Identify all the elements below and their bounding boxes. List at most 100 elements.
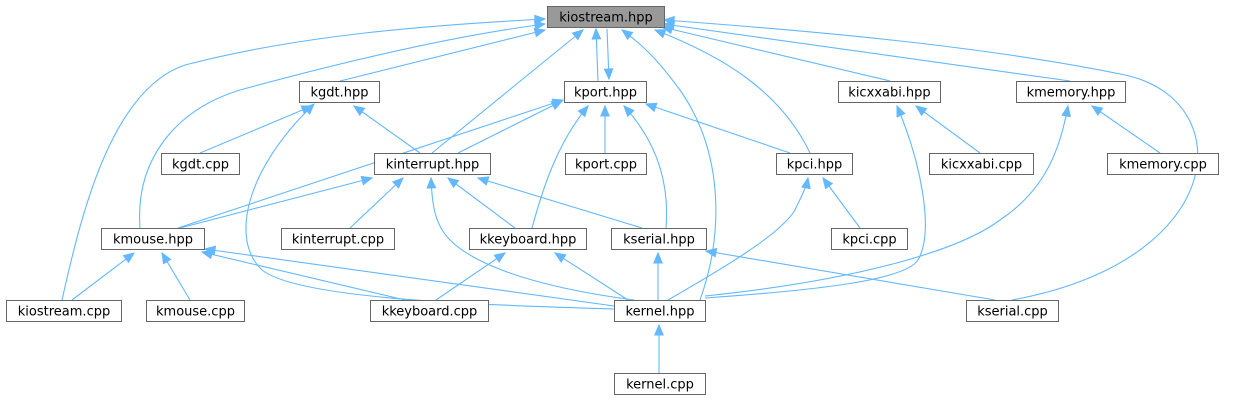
edge-kmouse-hpp-to-kinterrupt-hpp [179,175,374,229]
edge-line [621,29,717,301]
arrow-head-icon [476,176,490,186]
node-kserial-hpp[interactable]: kserial.hpp [611,228,707,250]
edge-kgdt-hpp-to-kiostream-hpp [339,27,547,82]
arrow-head-icon [600,104,610,117]
node-kernel-hpp[interactable]: kernel.hpp [614,300,706,322]
node-kmemory-cpp[interactable]: kmemory.cpp [1107,153,1219,175]
arrow-head-icon [653,29,667,39]
edge-kinterrupt-cpp-to-kinterrupt-hpp [349,177,404,229]
edge-kernel-hpp-to-kmemory-hpp [704,104,1071,297]
node-box [101,228,205,250]
node-kpci-cpp[interactable]: kpci.cpp [831,228,908,250]
node-box [929,153,1034,175]
node-label: kport.hpp [574,86,637,101]
edge-kpci-hpp-to-kport-hpp [644,102,791,154]
arrow-head-icon [551,98,565,109]
edge-kpci-cpp-to-kpci-hpp [822,176,861,229]
edge-kiostream-cpp-to-kmouse-hpp [71,252,136,301]
node-kport-cpp[interactable]: kport.cpp [565,153,647,175]
edge-line [447,177,516,229]
node-kicxxabi-hpp[interactable]: kicxxabi.hpp [838,81,941,103]
edge-line [623,105,668,229]
edge-line [199,105,313,154]
edge-kserial-cpp-to-kserial-hpp [704,247,996,301]
node-label: kpci.cpp [842,233,896,248]
arrow-head-icon [654,323,664,336]
node-kgdt-hpp[interactable]: kgdt.hpp [299,81,380,103]
arrow-head-icon [302,103,315,115]
node-label: kicxxabi.cpp [941,158,1022,173]
node-box [564,81,647,103]
arrow-head-icon [533,27,547,38]
node-box [6,300,122,322]
edge-kmemory-hpp-to-kiostream-hpp [662,20,1071,82]
node-label: kmemory.cpp [1119,158,1207,173]
node-box [281,228,395,250]
node-box [547,6,665,28]
edge-kiostream-hpp-to-kport-hpp [603,28,614,81]
arrow-head-icon [896,104,906,118]
edge-line [531,105,589,229]
edge-kport-cpp-to-kport-hpp [600,104,610,153]
node-kmouse-cpp[interactable]: kmouse.cpp [146,300,245,322]
node-kgdt-cpp[interactable]: kgdt.cpp [161,153,240,175]
node-box [1016,81,1126,103]
arrow-head-icon [620,29,634,41]
node-box [299,81,380,103]
arrow-head-icon [914,105,928,117]
edge-line [177,99,564,229]
node-kpci-hpp[interactable]: kpci.hpp [776,153,853,175]
node-kmouse-hpp[interactable]: kmouse.hpp [101,228,205,250]
edge-kmouse-hpp-to-kiostream-hpp [139,20,547,229]
node-kport-hpp[interactable]: kport.hpp [564,81,647,103]
node-box [161,153,240,175]
node-kinterrupt-cpp[interactable]: kinterrupt.cpp [281,228,395,250]
node-box [966,300,1059,322]
node-box [838,81,941,103]
arrow-head-icon [577,105,589,118]
edge-line [663,19,1199,301]
edge-kserial-cpp-to-kiostream-hpp [662,15,1199,301]
node-label: kinterrupt.hpp [386,158,479,173]
edge-kport-hpp-to-kiostream-hpp [591,27,602,82]
edge-kernel-hpp-to-kserial-hpp [653,251,663,300]
node-label: kernel.hpp [626,305,695,320]
node-kicxxabi-cpp[interactable]: kicxxabi.cpp [929,153,1034,175]
node-label: kmouse.cpp [156,305,235,320]
node-kiostream-hpp: kiostream.hpp [547,6,665,28]
node-kkeyboard-cpp[interactable]: kkeyboard.cpp [370,300,489,322]
arrow-head-icon [603,68,614,81]
edge-line [201,251,406,301]
edge-line [353,105,421,154]
arrow-head-icon [161,251,172,265]
node-kkeyboard-hpp[interactable]: kkeyboard.hpp [469,228,587,250]
edge-line [245,103,615,310]
edge-kernel-hpp-to-kpci-hpp [667,176,811,301]
edge-line [663,23,1071,82]
arrow-head-icon [1061,104,1071,118]
node-kmemory-hpp[interactable]: kmemory.hpp [1016,81,1126,103]
arrow-head-icon [662,15,675,26]
node-label: kpci.hpp [787,158,842,173]
node-label: kkeyboard.cpp [382,305,478,320]
arrow-head-icon [704,247,718,258]
edge-line [61,18,546,301]
edge-kicxxabi-cpp-to-kicxxabi-hpp [914,105,981,154]
node-kserial-cpp[interactable]: kserial.cpp [966,300,1059,322]
edge-kernel-cpp-to-kernel-hpp [654,323,664,373]
node-label: kinterrupt.cpp [292,233,384,248]
edge-kernel-hpp-to-kmouse-hpp [203,245,615,307]
node-box [614,373,706,395]
node-kernel-cpp[interactable]: kernel.cpp [614,373,706,395]
node-kiostream-cpp[interactable]: kiostream.cpp [6,300,122,322]
edge-kkeyboard-hpp-to-kport-hpp [531,105,589,229]
arrow-head-icon [426,176,437,189]
node-kinterrupt-hpp[interactable]: kinterrupt.hpp [374,153,491,175]
arrow-head-icon [623,105,635,118]
edge-line [667,177,809,301]
edge-kinterrupt-hpp-to-kiostream-hpp [431,29,585,154]
arrow-head-icon [493,252,507,264]
node-label: kgdt.hpp [310,86,368,101]
node-box [831,228,908,250]
